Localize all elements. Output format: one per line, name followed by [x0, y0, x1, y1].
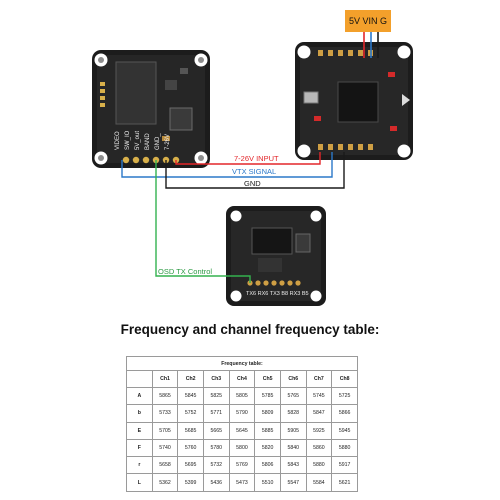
input-voltage-label: 7-26V INPUT [234, 154, 279, 163]
channel-header: Ch7 [305, 370, 333, 388]
frequency-cell: 5905 [279, 421, 307, 440]
frequency-cell: 5732 [202, 456, 230, 475]
vtx-pad-video: VIDEO [115, 131, 121, 150]
frequency-cell: 5473 [228, 473, 256, 492]
band-label: L [126, 473, 153, 492]
frequency-cell: 5860 [305, 438, 333, 458]
vtx-pad-7-26v: 7-26V [165, 133, 171, 150]
frequency-cell: 5780 [202, 438, 230, 458]
frequency-cell: 5843 [279, 456, 307, 475]
frequency-cell: 5740 [151, 438, 179, 458]
frequency-cell: 5828 [279, 404, 307, 423]
frequency-cell: 5847 [305, 404, 333, 423]
frequency-cell: 5765 [279, 386, 307, 406]
frequency-cell: 5790 [228, 404, 256, 423]
vtx-board [92, 50, 210, 168]
vin-label: 5V VIN G [345, 10, 391, 32]
band-label: r [126, 456, 153, 475]
osd-tx-label: OSD TX Control [158, 267, 213, 276]
band-label: E [126, 421, 153, 440]
frequency-cell: 5733 [151, 404, 179, 423]
channel-header: Ch6 [279, 370, 307, 388]
frequency-cell: 5436 [202, 473, 230, 492]
channel-header: Ch5 [254, 370, 281, 388]
frequency-cell: 5705 [151, 421, 179, 440]
frequency-cell: 5917 [331, 456, 358, 475]
frequency-cell: 5945 [331, 421, 358, 440]
frequency-cell: 5785 [254, 386, 281, 406]
frequency-cell: 5771 [202, 404, 230, 423]
frequency-cell: 5745 [305, 386, 333, 406]
fc-board [295, 42, 413, 160]
osd-board [226, 206, 326, 306]
frequency-cell: 5825 [202, 386, 230, 406]
frequency-cell: 5805 [228, 386, 256, 406]
band-label: A [126, 386, 153, 406]
frequency-cell: 5658 [151, 456, 179, 475]
frequency-cell: 5399 [177, 473, 204, 492]
band-label: F [126, 438, 153, 458]
table-heading: Frequency and channel frequency table: [120, 322, 380, 337]
frequency-cell: 5547 [279, 473, 307, 492]
frequency-cell: 5820 [254, 438, 281, 458]
channel-header: Ch8 [331, 370, 358, 388]
frequency-cell: 5806 [254, 456, 281, 475]
vtx-pad-gnd: GND_ [155, 133, 161, 150]
frequency-cell: 5800 [228, 438, 256, 458]
frequency-cell: 5645 [228, 421, 256, 440]
frequency-cell: 5925 [305, 421, 333, 440]
frequency-cell: 5760 [177, 438, 204, 458]
frequency-cell: 5880 [305, 456, 333, 475]
frequency-cell: 5695 [177, 456, 204, 475]
frequency-cell: 5769 [228, 456, 256, 475]
frequency-cell: 5665 [202, 421, 230, 440]
frequency-cell: 5621 [331, 473, 358, 492]
wire-osd-tx [155, 160, 251, 283]
frequency-cell: 5725 [331, 386, 358, 406]
frequency-cell: 5865 [151, 386, 179, 406]
frequency-cell: 5584 [305, 473, 333, 492]
vtx-pad-5vout: 5V_out [135, 130, 141, 150]
band-label: b [126, 404, 153, 423]
table-caption: Frequency table: [126, 356, 358, 371]
frequency-cell: 5866 [331, 404, 358, 423]
channel-header: Ch3 [202, 370, 230, 388]
vtx-pad-band: BAND [145, 133, 151, 150]
frequency-cell: 5685 [177, 421, 204, 440]
frequency-cell: 5885 [254, 421, 281, 440]
frequency-cell: 5752 [177, 404, 204, 423]
frequency-cell: 5362 [151, 473, 179, 492]
vtx-signal-label: VTX SIGNAL [232, 167, 277, 176]
channel-header: Ch1 [151, 370, 179, 388]
frequency-cell: 5845 [177, 386, 204, 406]
channel-header: Ch2 [177, 370, 204, 388]
frequency-cell: 5880 [331, 438, 358, 458]
vtx-pad-swio: SW_IO [125, 130, 131, 150]
wire-gnd [165, 152, 345, 189]
frequency-cell: 5840 [279, 438, 307, 458]
osd-pad-labels: TX6 RX6 TX3 B8 RX3 B5 [246, 291, 309, 297]
frequency-cell: 5809 [254, 404, 281, 423]
wire-vtx-signal [121, 152, 333, 178]
corner-cell [126, 370, 153, 388]
wire-7-26v [175, 152, 321, 165]
gnd-label: GND [244, 179, 261, 188]
frequency-cell: 5510 [254, 473, 281, 492]
channel-header: Ch4 [228, 370, 256, 388]
